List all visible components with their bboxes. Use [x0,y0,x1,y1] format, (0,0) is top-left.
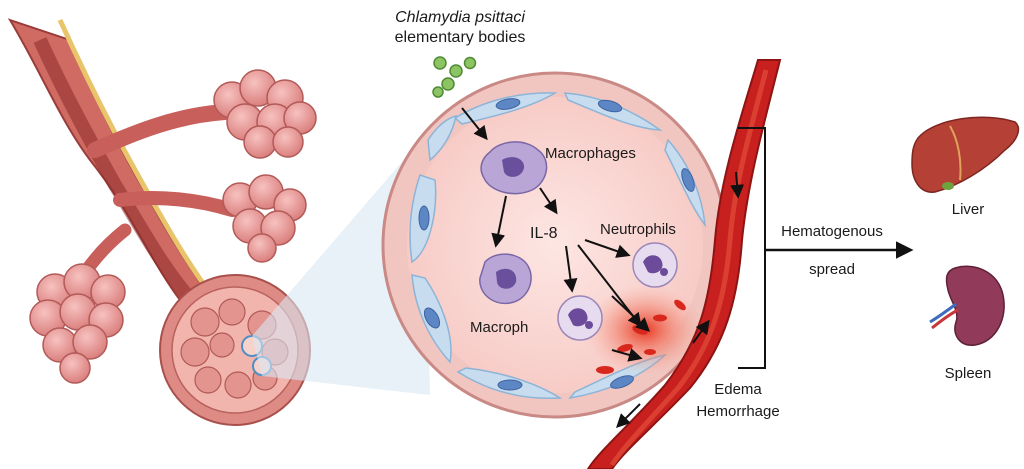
wall-cell-nuclei [418,98,695,391]
macrophages-label: Macrophages [545,145,636,162]
spread-label-line1: Hematogenous [781,223,883,240]
macroph-label: Macroph [470,319,528,336]
pathogen-form-label: elementary bodies [395,29,526,46]
alveolar-sac-middle [222,174,307,263]
neutrophil-cell-2 [557,295,603,341]
bronchus-cartilage [57,18,218,302]
macrophage-cell [480,141,548,195]
spleen-label: Spleen [945,365,992,382]
il8-label: IL-8 [530,225,558,242]
liver-icon [911,116,1020,193]
neutrophils-label: Neutrophils [600,221,676,238]
branch-upper [87,104,233,158]
spleen-icon [929,265,1005,346]
outcome-bracket [738,127,766,369]
neutrophil-cell [632,242,678,288]
branch-middle [113,191,239,217]
alveolar-sac-lower [29,263,126,384]
blood-vessel [586,59,782,469]
pathogen-name-label: Chlamydia psittaci [395,9,525,26]
zoom-callout [252,135,430,395]
bronchial-tree [7,18,239,331]
alveolar-sac-upper [213,69,317,159]
alveolus-zoom: Macrophages IL-8 Neutrophils Macroph [381,71,729,419]
macrophage-cell-2 [479,253,532,305]
liver-label: Liver [952,201,985,218]
bronchus-lumen [33,37,201,310]
edema-label: Edema [714,381,762,398]
pathway-arrows [461,107,651,362]
hemorrhage-label: Hemorrhage [696,403,779,420]
chlamydia-elementary-bodies [432,56,477,98]
spread-label-line2: spread [809,261,855,278]
